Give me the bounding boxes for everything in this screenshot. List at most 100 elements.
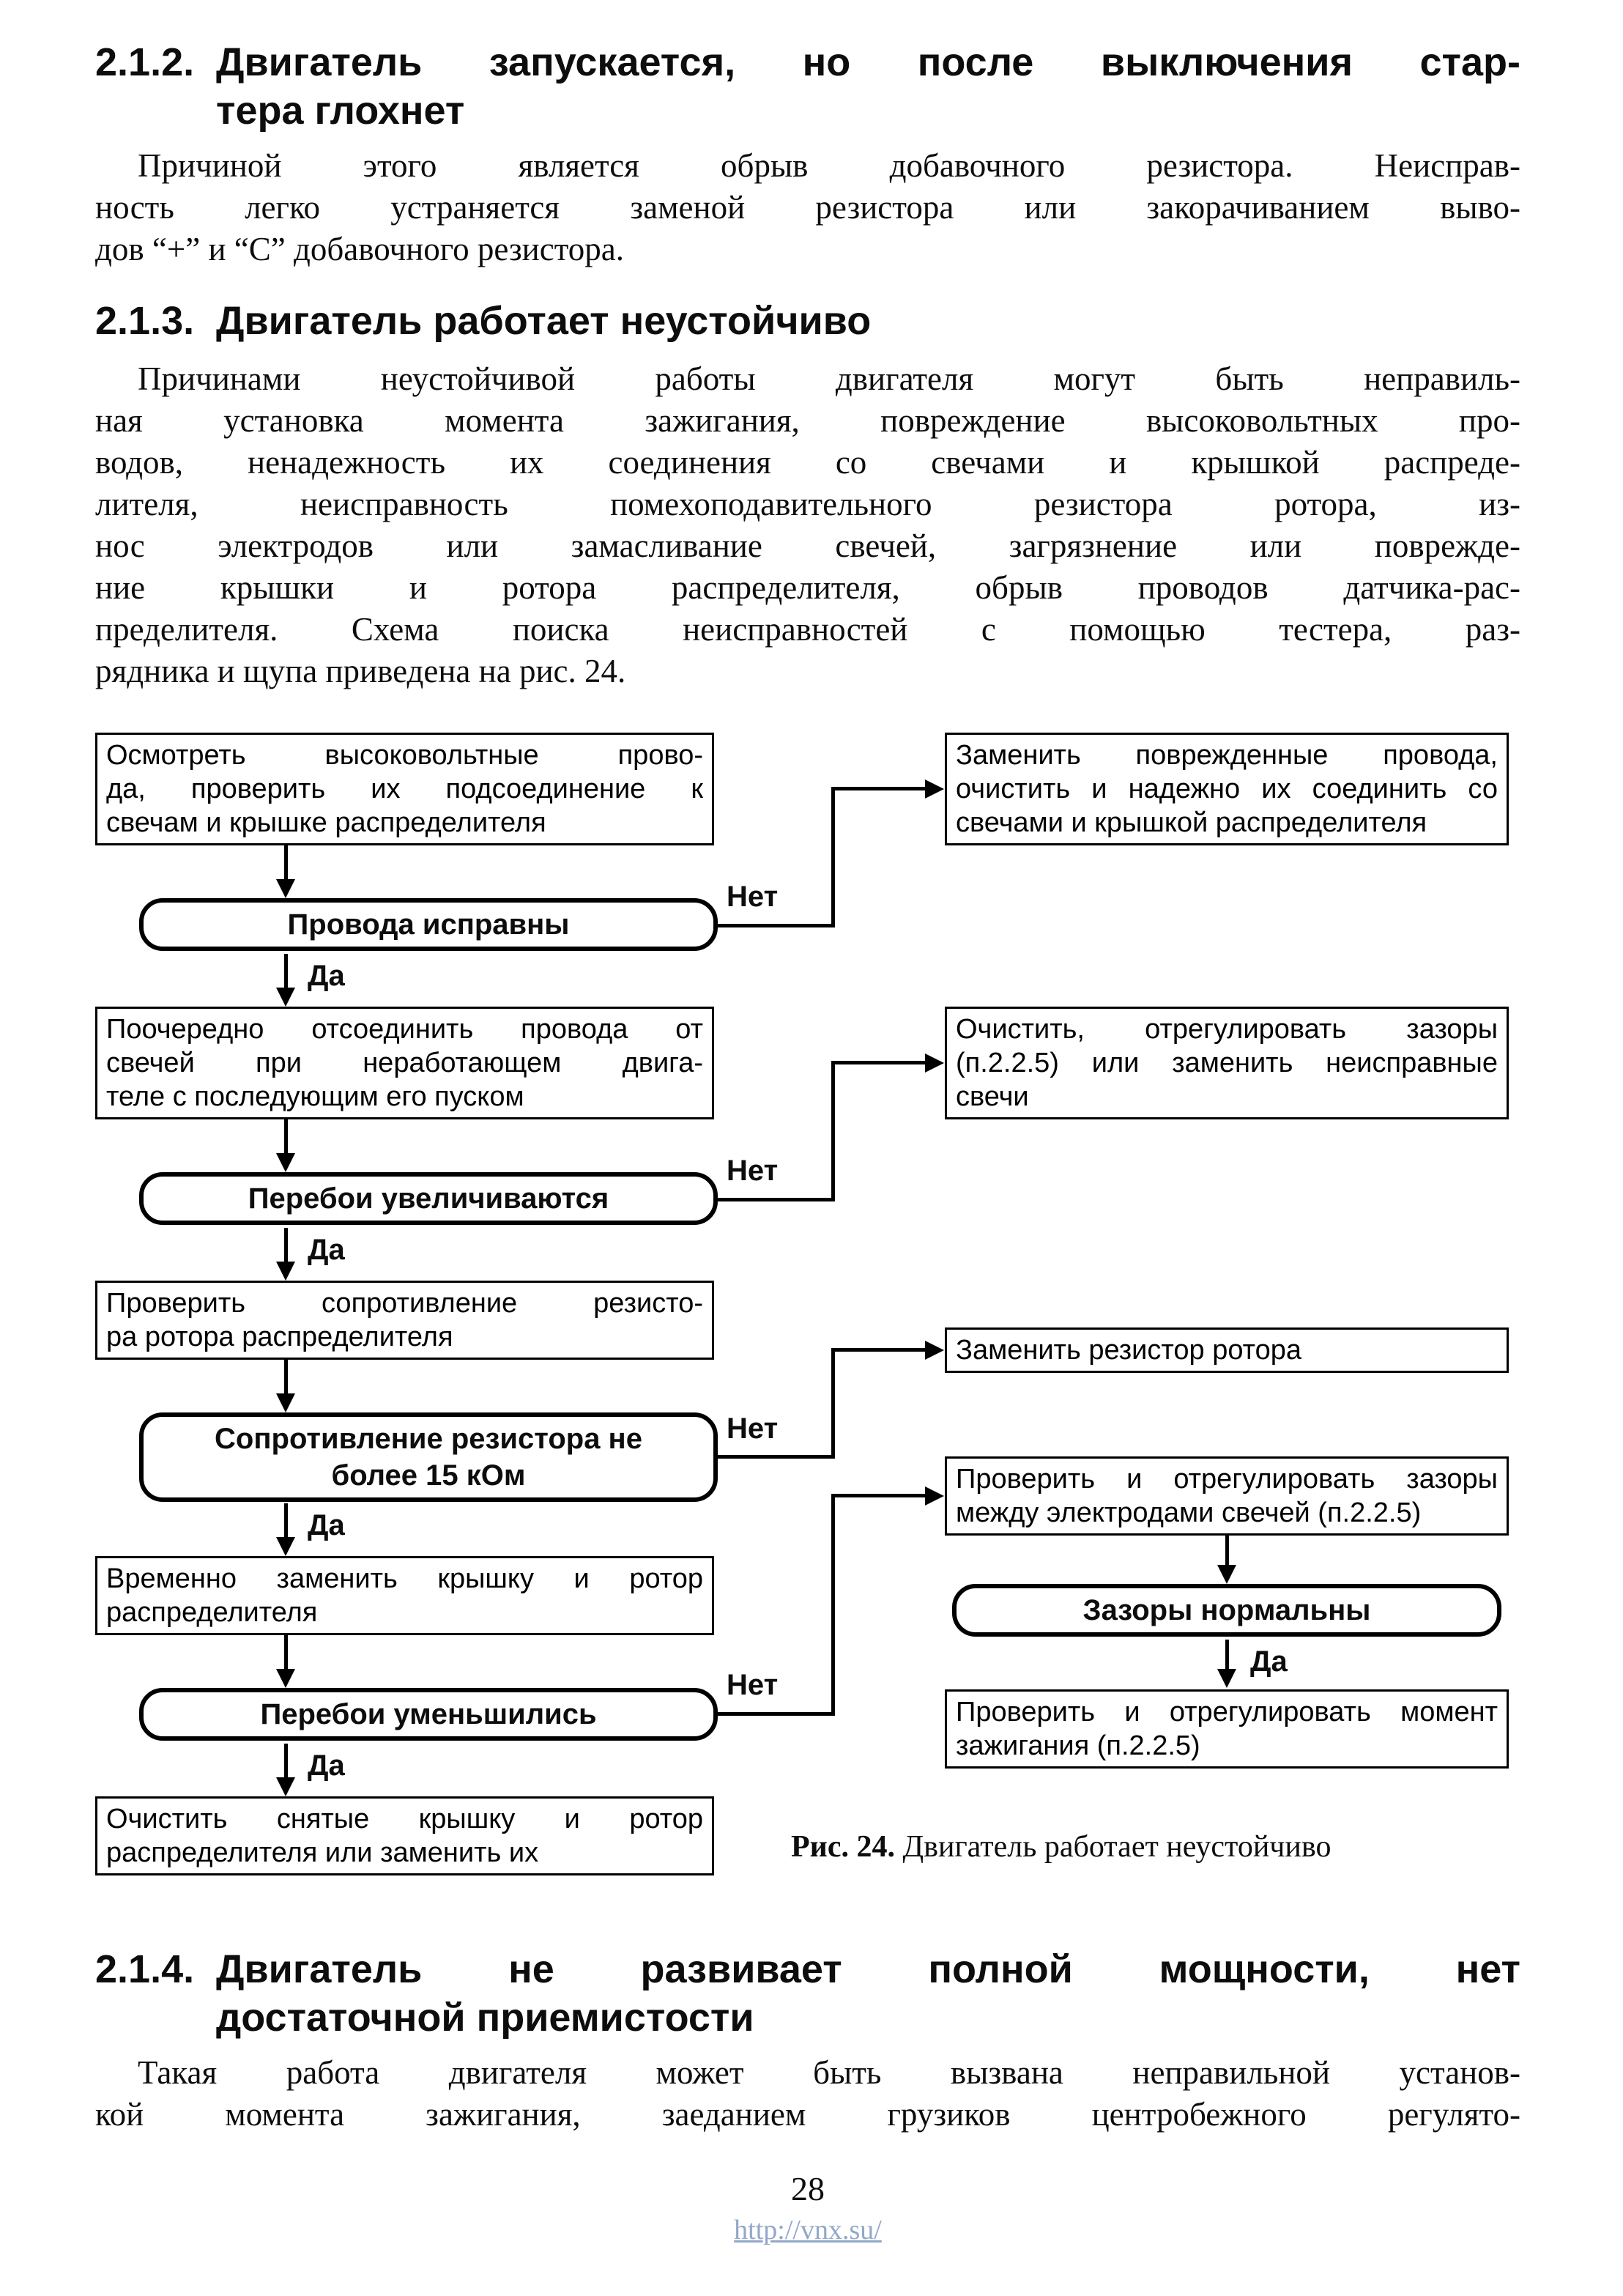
no-label: Нет [727, 1669, 779, 1701]
yes-label: Да [308, 960, 345, 992]
text-line: пределителя. Схема поиска неисправностей… [95, 611, 1520, 648]
arrow-down-head [276, 1537, 295, 1556]
arrow-right-head [925, 779, 944, 799]
text-line: Такая работа двигателя может быть вызван… [138, 2054, 1520, 2091]
arrow-right-head [925, 1341, 944, 1360]
text-line: Причинами неустойчивой работы двигателя … [138, 360, 1520, 397]
text-line: Очистить, отрегулировать зазоры [956, 1014, 1498, 1045]
text-line: Двигатель запускается, но после выключен… [216, 40, 1520, 84]
text-line: кой момента зажигания, заеданием грузико… [95, 2096, 1520, 2133]
flowchart-figure-24: Осмотреть высоковольтные прово-да, прове… [0, 733, 1623, 1905]
yes-label: Да [1250, 1645, 1288, 1678]
text-line: Проверить и отрегулировать зазоры [956, 1464, 1498, 1495]
text-line: Поочередно отсоединить провода от [106, 1014, 703, 1045]
page-number: 28 [791, 2170, 825, 2207]
arrow-down [284, 1360, 288, 1393]
arrow-down [1225, 1640, 1229, 1669]
text-line: распределителя или заменить их [106, 1837, 539, 1868]
flow-decision-gaps-normal-label: Зазоры нормальны [1082, 1594, 1371, 1626]
no-connector-line [831, 1494, 925, 1497]
text-line: между электродами свечей (п.2.2.5) [956, 1497, 1422, 1528]
flow-decision-wires-ok-label: Провода исправны [287, 908, 570, 941]
arrow-down-head [276, 988, 295, 1007]
text-line: рядника и щупа приведена на рис. 24. [95, 653, 626, 689]
book-page: 2.1.2. Двигатель запускается, но после в… [0, 38, 1623, 2246]
section-title-2-1-2: Двигатель запускается, но после выключен… [216, 38, 1520, 135]
arrow-down-head [276, 1777, 295, 1796]
text-line: нос электродов или замасливание свечей, … [95, 527, 1520, 564]
yes-label: Да [308, 1234, 345, 1266]
text-line: теле с последующим его пуском [106, 1081, 524, 1112]
no-connector-line [718, 1712, 835, 1716]
text-line: ность легко устраняется заменой резистор… [95, 189, 1520, 226]
arrow-down-head [276, 879, 295, 898]
flow-decision-misfire-decreased-label: Перебои уменьшились [260, 1698, 597, 1730]
top-text-block: 2.1.2. Двигатель запускается, но после в… [0, 38, 1623, 692]
no-connector-line [831, 1348, 925, 1352]
arrow-down [284, 1503, 288, 1537]
text-line: Заменить поврежденные провода, [956, 740, 1498, 771]
no-connector-line [831, 787, 925, 790]
flow-action-clean-adjust-plugs: Очистить, отрегулировать зазоры(п.2.2.5)… [945, 1007, 1509, 1119]
arrow-down [284, 1744, 288, 1777]
text-line: Двигатель не развивает полной мощности, … [216, 1947, 1520, 1991]
text-line: Двигатель работает неустойчиво [216, 299, 872, 343]
text-line: тера глохнет [216, 89, 465, 133]
text-line: Осмотреть высоковольтные прово- [106, 740, 703, 771]
arrow-down-head [1217, 1669, 1236, 1688]
text-line: (п.2.2.5) или заменить неисправные [956, 1048, 1498, 1078]
text-line: достаточной приемистости [216, 1996, 754, 2040]
section-heading-2-1-3: 2.1.3. Двигатель работает неустойчиво [95, 297, 1520, 345]
text-line: очистить и надежно их соединить со [956, 774, 1498, 804]
no-label: Нет [727, 1412, 779, 1445]
flow-decision-resistance-15kohm-label: Сопротивление резистора не более 15 кОм [215, 1423, 642, 1492]
flow-decision-misfire-increases: Перебои увеличиваются [139, 1172, 718, 1225]
section-title-2-1-4: Двигатель не развивает полной мощности, … [216, 1945, 1520, 2042]
no-connector-line [831, 787, 835, 927]
yes-label: Да [308, 1509, 345, 1541]
text-line: Заменить резистор ротора [956, 1335, 1302, 1366]
section-number-2-1-2: 2.1.2. [95, 40, 195, 84]
arrow-down-head [276, 1669, 295, 1688]
text-line: Проверить сопротивление резисто- [106, 1288, 703, 1319]
arrow-right-head [925, 1486, 944, 1506]
no-connector-line [718, 1198, 835, 1201]
watermark: http://vnx.su/ [95, 2214, 1520, 2246]
no-label: Нет [727, 1155, 779, 1187]
section-heading-2-1-2: 2.1.2. Двигатель запускается, но после в… [95, 38, 1520, 135]
flow-decision-gaps-normal: Зазоры нормальны [952, 1584, 1501, 1637]
text-line: Временно заменить крышку и ротор [106, 1563, 703, 1594]
section-heading-2-1-4: 2.1.4. Двигатель не развивает полной мощ… [95, 1945, 1520, 2042]
section-number-2-1-4: 2.1.4. [95, 1947, 195, 1991]
yes-label: Да [308, 1749, 345, 1782]
section-number-2-1-3: 2.1.3. [95, 299, 195, 343]
arrow-down-head [1217, 1565, 1236, 1584]
arrow-down [1225, 1536, 1229, 1565]
arrow-down-head [276, 1153, 295, 1172]
paragraph-2-1-3: Причинами неустойчивой работы двигателя … [95, 358, 1520, 692]
figure-caption-number: Рис. 24. [791, 1830, 895, 1864]
text-line: Проверить и отрегулировать момент [956, 1697, 1498, 1727]
text-line: дов “+” и “С” добавочного резистора. [95, 231, 624, 267]
text-line: зажигания (п.2.2.5) [956, 1730, 1200, 1761]
arrow-down [284, 1635, 288, 1669]
figure-caption: Рис. 24. Двигатель работает неустойчиво [791, 1829, 1331, 1865]
text-line: свечи [956, 1081, 1029, 1112]
text-line: свечами и крышкой распределителя [956, 807, 1427, 838]
watermark-link[interactable]: http://vnx.su/ [734, 2215, 882, 2245]
flow-action-replace-wires: Заменить поврежденные провода,очистить и… [945, 733, 1509, 845]
arrow-down [284, 1228, 288, 1262]
text-line: свечей при неработающем двига- [106, 1048, 703, 1078]
text-line: водов, ненадежность их соединения со све… [95, 444, 1520, 481]
flow-action-replace-rotor-resistor: Заменить резистор ротора [945, 1327, 1509, 1373]
no-connector-line [831, 1061, 835, 1201]
flow-step-inspect-wires: Осмотреть высоковольтные прово-да, прове… [95, 733, 714, 845]
text-line: да, проверить их подсоединение к [106, 774, 703, 804]
arrow-down [284, 845, 288, 879]
text-line: ние крышки и ротора распределителя, обры… [95, 569, 1520, 606]
